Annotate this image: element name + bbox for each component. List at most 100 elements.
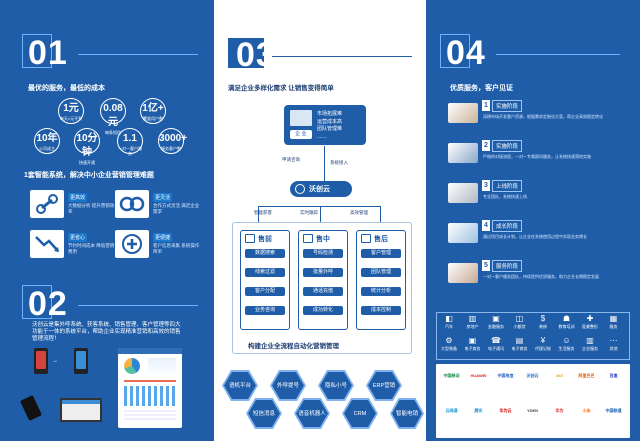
pain-point: 团队管理难 [317,126,343,132]
trend-down-icon [30,230,64,258]
enterprise-label: 企 业 [290,130,312,139]
branch-label: 智能获客 [254,210,272,215]
section-heading: 优质服务，客户见证 [450,85,513,92]
arrow-right-icon: → [52,358,58,364]
client-logo: 阿里巴巴 [574,367,599,384]
ellipsis-text: ....... [317,133,327,140]
product-hex: 外呼提号 [272,372,304,399]
product-hex: ERP营销 [368,372,400,399]
branch-connector [320,206,321,222]
step-number: 5 [482,260,490,271]
stat-value: 3000+ [159,133,188,144]
phone-image [34,348,48,374]
stat-circle: 10年公司成立 [34,128,60,154]
industry-label: 电子通讯 [488,346,504,351]
stat-caption: 一对一客户服务 [118,146,142,156]
step-desc: 专业团队，系统快速上线 [483,194,527,199]
flow-footer: 构建企业全流程自动化营销管理 [248,343,339,350]
industry-icon: ▥ [586,336,594,345]
step-title: 服务阶段 [492,260,523,272]
branch-connector [380,206,381,222]
industry-icon: ☺ [562,336,571,345]
industry-label: 房地产 [466,324,479,329]
stat-circle: 1元每天1元不到 [58,98,84,124]
number-frame [22,285,52,319]
industry-icon: ▥ [468,314,477,323]
brand-name: 沃创云 [309,186,330,193]
stat-caption: 公司成立 [39,146,55,151]
aftersale-icon [361,234,371,243]
client-logo: HUAWEI [466,367,491,384]
stage-column [356,230,406,330]
service-photo [448,183,478,203]
service-photo [448,143,478,163]
industry-item: ⚙大型装备 [440,336,458,352]
tile-label: 更便捷 [153,233,173,242]
industry-item: $装修 [534,314,552,330]
tile-desc: 节约时间成本 降低营销费用 [68,243,115,254]
industry-item: ¥代理记账 [534,336,552,352]
industry-icon: ⚙ [445,336,453,345]
number-block [228,38,264,68]
section-number: 01 [28,34,68,72]
stage-item: 业务咨询 [245,306,285,315]
industry-icon: ▣ [492,314,500,323]
industry-item: ☗教育培训 [558,314,576,330]
stat-caption: 快速开通 [79,160,95,165]
stage-item: 成功转化 [303,306,343,315]
branch-label: 高效管理 [350,210,368,215]
chain-icon [30,190,64,218]
stage-item: 数据搜索 [245,249,285,258]
industry-label: 医美整形 [582,324,598,329]
section-heading: 满足企业多样化需求 让销售变得简单 [228,85,334,92]
stage-column [298,230,348,330]
industry-icon: ▦ [609,314,618,323]
stat-circle: 0.08元每条短信 [100,98,126,135]
presale-icon [245,234,255,243]
panel-solution: 03 满足企业多样化需求 让销售变得简单 企 业 市场拓展难运营成本高团队管理难… [214,0,426,441]
stat-value: 1亿+ [142,103,164,114]
industry-item: ✚医美整形 [581,314,599,330]
product-hex: 智能电销 [392,400,422,427]
step-number: 1 [482,100,490,111]
product-hex: CRM [344,400,376,427]
client-logo: 沃创云 [520,367,545,384]
client-logo: 华为云 [493,402,518,419]
stage-title: 售前 [258,236,272,243]
stage-title: 售后 [374,236,388,243]
insale-icon [303,234,313,243]
branch-line [258,206,380,207]
stat-caption: 每天1元不到 [59,116,83,121]
industry-grid [436,312,630,360]
number-frame [440,34,470,68]
stage-column [240,230,290,330]
stat-circle: 1亿+覆盖用户数 [140,98,166,124]
stage-item: 客户分配 [245,287,285,296]
phone-image [20,395,42,421]
step-number: 4 [482,220,490,231]
service-photo [448,103,478,123]
right-flow-label: 系统接入 [330,160,348,165]
section-heading: 最优的服务，最低的成本 [28,85,105,92]
number-frame [22,34,52,68]
laptop-user-image [290,110,312,126]
industry-icon: ▤ [515,336,524,345]
industry-label: 金融服务 [488,324,504,329]
step-title: 上线阶段 [492,180,523,192]
dashboard-image [118,348,182,428]
step-number: 2 [482,140,490,151]
industry-label: 汽车 [445,324,453,329]
industry-item: ▦服务 [605,314,623,330]
industry-icon: ◫ [515,314,524,323]
industry-label: 小额贷 [513,324,526,329]
industry-label: 电子商务 [511,346,528,351]
industry-item: ▣电子商务 [464,336,482,352]
client-logo: 360 [547,367,572,384]
tile-label: 更灵活 [153,193,173,202]
stat-value: 10分钟 [76,133,98,158]
service-photo [448,223,478,243]
industry-icon: ☎ [491,336,501,345]
client-logo: 中国联通 [601,402,626,419]
client-logo: 华为 [547,402,572,419]
